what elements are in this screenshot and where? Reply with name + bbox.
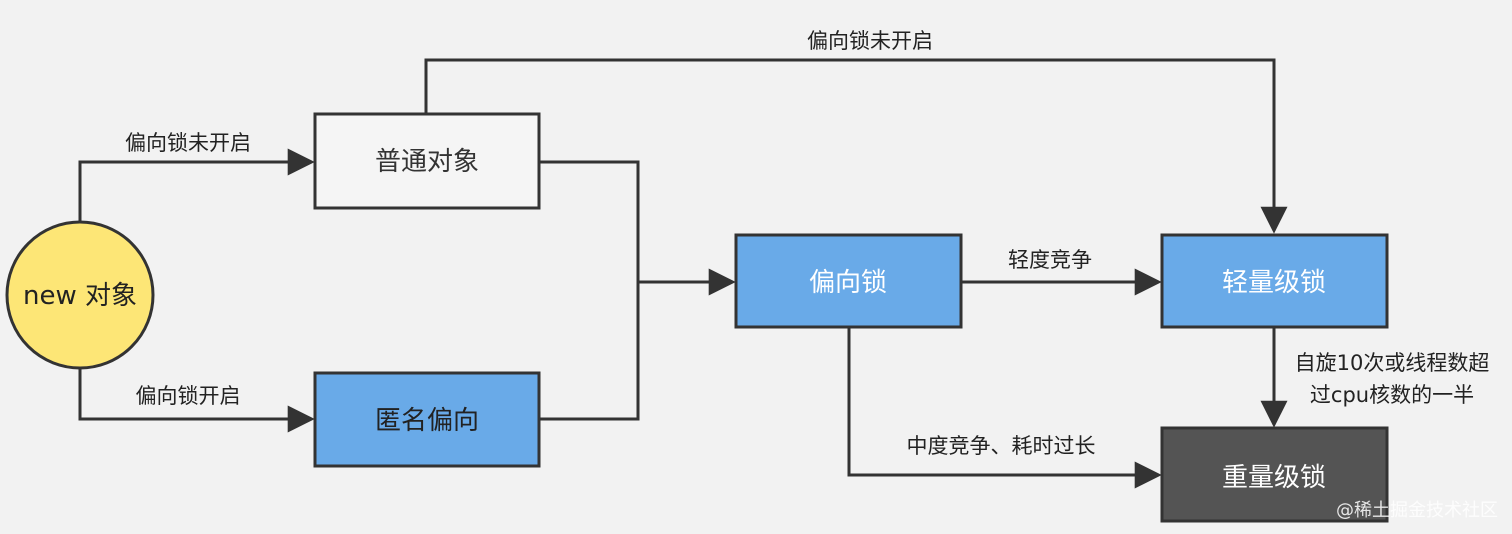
heavyweight-lock-box	[1160, 426, 1389, 523]
node-biased-lock: 偏向锁	[734, 233, 963, 329]
start-label: new 对象	[23, 281, 137, 311]
normal-object-label: 普通对象	[375, 147, 479, 177]
edge-label-light-contention: 轻度竞争	[1008, 248, 1092, 272]
anonymous-biased-box	[313, 371, 541, 468]
normal-object-box	[313, 112, 541, 210]
edge-normal-merge	[540, 160, 640, 421]
edge-start-to-anonymous	[78, 368, 315, 433]
biased-lock-box	[734, 233, 963, 329]
lightweight-lock-box	[1160, 233, 1389, 329]
edge-normal-to-lightweight	[424, 58, 1288, 234]
node-anonymous-biased: 匿名偏向	[313, 371, 541, 468]
node-normal-object: 普通对象	[313, 112, 541, 210]
node-start: new 对象	[5, 220, 155, 370]
node-lightweight-lock: 轻量级锁	[1160, 233, 1389, 329]
edge-label-top-bias-off: 偏向锁未开启	[807, 29, 933, 53]
edge-label-bias-off: 偏向锁未开启	[125, 131, 251, 155]
start-circle	[5, 220, 155, 370]
lightweight-lock-label: 轻量级锁	[1222, 268, 1326, 298]
anonymous-biased-label: 匿名偏向	[375, 406, 479, 436]
edge-start-to-normal	[78, 148, 315, 222]
biased-lock-label: 偏向锁	[809, 268, 887, 298]
edge-label-spin-line-1: 自旋10次或线程数超	[1295, 351, 1490, 375]
edge-label-bias-on: 偏向锁开启	[136, 384, 241, 408]
edge-label-heavy-contention: 中度竞争、耗时过长	[907, 434, 1096, 458]
node-heavyweight-lock: 重量级锁	[1160, 426, 1389, 523]
connectors	[78, 58, 1288, 489]
heavyweight-lock-label: 重量级锁	[1222, 463, 1326, 493]
edge-label-spin-line-2: 过cpu核数的一半	[1310, 383, 1474, 407]
edge-biased-to-heavyweight	[847, 328, 1162, 489]
watermark: @稀土掘金技术社区	[1336, 500, 1498, 521]
